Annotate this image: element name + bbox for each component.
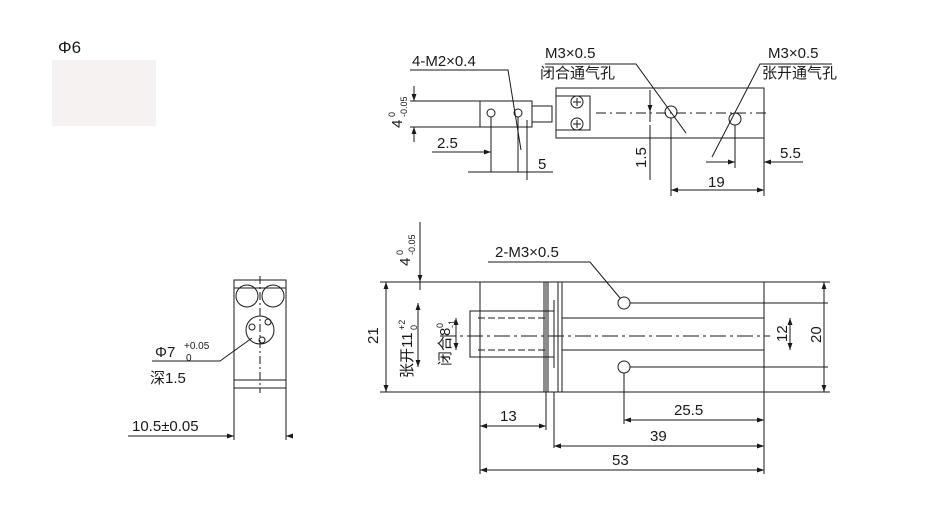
top-jaw-step xyxy=(531,105,553,123)
main-cylinder xyxy=(561,281,765,393)
top-view-text: 4-M2×0.4 M3×0.5 闭合通气孔 M3×0.5 张开通气孔 2.5 5… xyxy=(387,45,837,191)
svg-text:张开11: 张开11 xyxy=(399,332,416,378)
svg-text:0: 0 xyxy=(435,323,445,328)
close-port-name: 闭合通气孔 xyxy=(540,65,615,82)
svg-text:4: 4 xyxy=(389,120,406,128)
svg-text:-0.05: -0.05 xyxy=(407,234,417,255)
dim-20: 20 xyxy=(808,326,825,343)
dim-13: 13 xyxy=(500,408,517,425)
close-port-thread: M3×0.5 xyxy=(545,45,595,62)
dim-1-5: 1.5 xyxy=(633,147,650,168)
dim-53: 53 xyxy=(612,452,629,469)
side-view-text: Φ7 +0.05 0 深1.5 10.5±0.05 xyxy=(132,341,210,435)
bore-depth: 深1.5 xyxy=(150,370,186,387)
svg-text:0: 0 xyxy=(395,250,405,255)
dim-5: 5 xyxy=(538,156,546,173)
main-view-text: 2-M3×0.5 21 4 0 -0.05 张开11 +2 0 闭合8 0 -1… xyxy=(365,234,825,469)
main-thickness-dim: 4 0 -0.05 xyxy=(395,234,417,266)
top-thickness-dim: 4 0 -0.05 xyxy=(387,96,409,128)
mount-holes-label: 4-M2×0.4 xyxy=(412,53,476,70)
side-screw-2 xyxy=(261,284,285,308)
dim-2-5: 2.5 xyxy=(437,135,458,152)
side-view xyxy=(128,276,293,440)
dim-25-5: 25.5 xyxy=(674,402,703,419)
top-cap xyxy=(555,95,591,131)
dim-5-5: 5.5 xyxy=(780,145,801,162)
svg-text:闭合8: 闭合8 xyxy=(437,328,454,366)
cap-screw-2 xyxy=(570,117,584,131)
main-port-2 xyxy=(617,360,631,374)
main-view xyxy=(380,222,830,474)
svg-text:0: 0 xyxy=(409,325,419,330)
close-stroke-dim: 闭合8 0 -1 xyxy=(435,320,457,366)
dim-12: 12 xyxy=(774,325,791,342)
jaw-plate xyxy=(543,281,563,393)
main-port-1 xyxy=(617,296,631,310)
mount-hole-1 xyxy=(486,108,496,118)
cap-screw-1 xyxy=(570,95,584,109)
main-jaw xyxy=(479,281,547,393)
side-width-dim: 10.5±0.05 xyxy=(132,418,199,435)
side-screw-1 xyxy=(235,284,259,308)
size-label: Φ6 xyxy=(58,38,82,57)
bore-base: Φ7 xyxy=(155,344,175,361)
ports-label: 2-M3×0.5 xyxy=(495,244,559,261)
dim-21: 21 xyxy=(365,327,382,344)
open-port-name: 张开通气孔 xyxy=(762,65,837,82)
bore-sub: 0 xyxy=(186,353,192,364)
bore-sup: +0.05 xyxy=(184,341,210,352)
dim-19: 19 xyxy=(708,174,725,191)
top-jaw-body xyxy=(479,100,533,128)
svg-text:4: 4 xyxy=(397,258,414,266)
open-port-thread: M3×0.5 xyxy=(768,45,818,62)
main-jaw-inner xyxy=(469,310,555,358)
svg-text:-0.05: -0.05 xyxy=(399,96,409,117)
paper-smudge xyxy=(52,60,156,126)
top-view xyxy=(410,63,832,196)
svg-text:-1: -1 xyxy=(447,320,457,328)
svg-text:+2: +2 xyxy=(397,320,407,330)
open-port xyxy=(728,112,742,126)
svg-text:0: 0 xyxy=(387,112,397,117)
dim-39: 39 xyxy=(650,428,667,445)
open-stroke-dim: 张开11 +2 0 xyxy=(397,320,419,378)
